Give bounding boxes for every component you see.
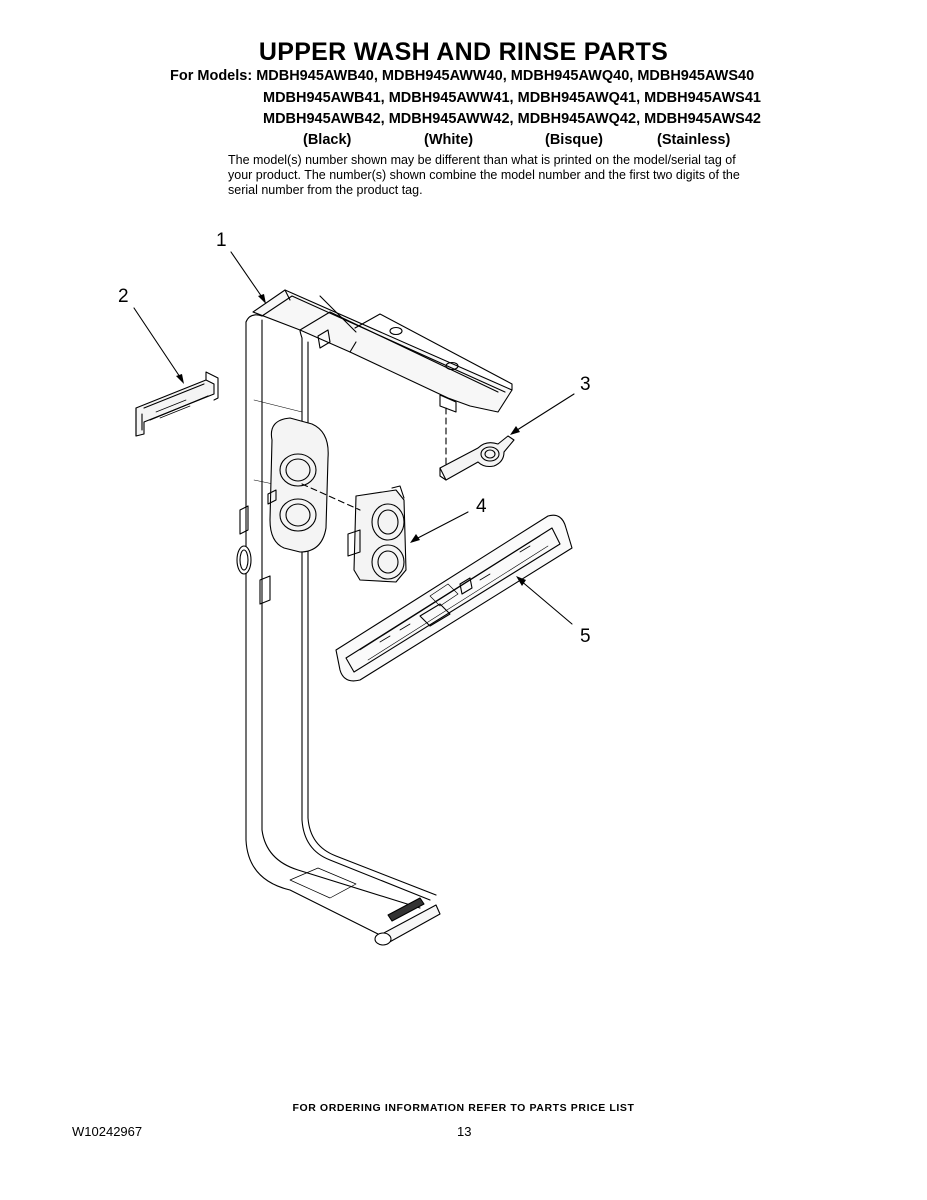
arrowhead-1 — [258, 294, 266, 304]
callout-3: 3 — [580, 374, 591, 395]
model-number-note: The model(s) number shown may be differe… — [228, 153, 740, 197]
callout-4: 4 — [476, 496, 487, 517]
document-number: W10242967 — [72, 1124, 143, 1139]
color-bisque: (Bisque) — [545, 132, 603, 148]
part-5-spray-arm — [335, 514, 573, 682]
callout-5: 5 — [580, 626, 591, 647]
color-white: (White) — [424, 132, 474, 148]
assembly-line-4 — [301, 483, 361, 511]
callout-2: 2 — [118, 286, 129, 307]
part-3-ring-clip — [439, 435, 515, 481]
part-2-clip — [135, 371, 219, 437]
leader-line-2 — [133, 307, 183, 381]
color-black: (Black) — [303, 132, 352, 148]
leader-line-4 — [413, 511, 469, 541]
part-1-wash-tube — [236, 289, 513, 946]
arrowhead-3 — [510, 426, 520, 435]
color-stainless: (Stainless) — [657, 132, 731, 148]
page-number: 13 — [457, 1124, 472, 1139]
models-line-1: For Models: MDBH945AWB40, MDBH945AWW40, … — [170, 68, 755, 84]
leader-line-1 — [230, 251, 265, 301]
leader-line-5 — [519, 579, 573, 625]
leader-line-3 — [513, 393, 575, 433]
models-line-3: MDBH945AWB42, MDBH945AWW42, MDBH945AWQ42… — [263, 111, 761, 127]
arrowhead-4 — [410, 534, 420, 543]
ordering-info: FOR ORDERING INFORMATION REFER TO PARTS … — [292, 1102, 635, 1114]
page-title: UPPER WASH AND RINSE PARTS — [258, 38, 669, 66]
arrowhead-2 — [176, 374, 184, 384]
part-4-housing-insert — [347, 485, 407, 583]
models-line-2: MDBH945AWB41, MDBH945AWW41, MDBH945AWQ41… — [263, 90, 761, 106]
callout-1: 1 — [216, 230, 227, 251]
arrowhead-5 — [516, 576, 526, 586]
